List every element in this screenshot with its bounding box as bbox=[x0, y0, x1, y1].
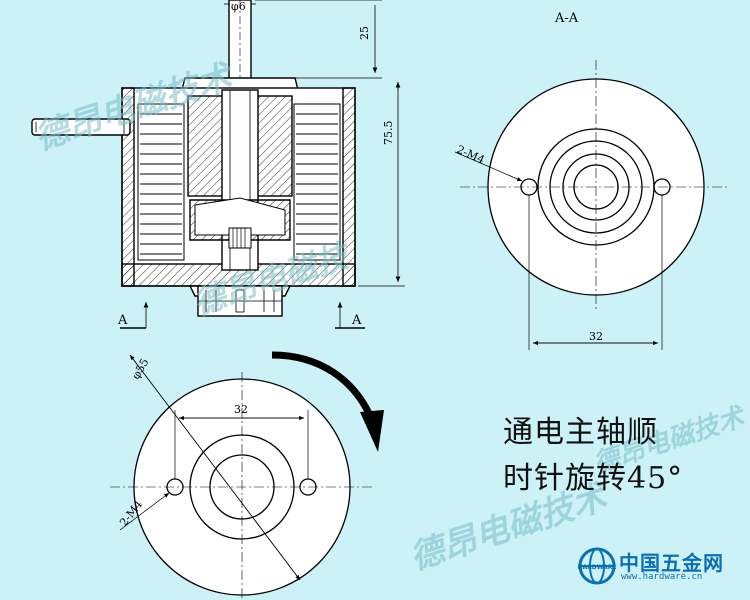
section-holes-label: 2-M4 bbox=[455, 143, 487, 167]
shaft-dia-label: φ6 bbox=[231, 0, 246, 13]
outer-dia-label: φ55 bbox=[129, 356, 151, 381]
height-label: 75.5 bbox=[382, 121, 395, 146]
section-view bbox=[454, 60, 730, 350]
rotation-note: 通电主轴顺 时针旋转45° bbox=[503, 410, 683, 502]
section-title: A-A bbox=[554, 11, 579, 26]
rotation-arrow-icon bbox=[271, 351, 384, 452]
coil-left bbox=[137, 103, 185, 261]
coil-right bbox=[293, 103, 341, 261]
cut-label-right: A bbox=[351, 313, 362, 328]
logo-url: www.hardware.cn bbox=[621, 572, 703, 582]
rotation-note-line2: 时针旋转45° bbox=[503, 461, 684, 496]
section-spacing-label: 32 bbox=[589, 330, 603, 343]
shaft-ext-label: 25 bbox=[358, 26, 371, 40]
bottom-view bbox=[110, 354, 375, 600]
cut-label-left: A bbox=[117, 313, 128, 328]
globe-icon: HARDWARE bbox=[578, 547, 617, 585]
logo-badge: HARDWARE bbox=[578, 564, 617, 571]
rotation-note-line1: 通电主轴顺 bbox=[503, 415, 658, 450]
logo-name: 中国五金网 bbox=[619, 551, 724, 575]
gear bbox=[228, 227, 252, 249]
bottom-spacing-label: 32 bbox=[234, 403, 248, 416]
site-logo: HARDWARE 中国五金网 www.hardware.cn bbox=[577, 546, 747, 586]
front-dimensions bbox=[120, 0, 405, 329]
lead-wire bbox=[31, 118, 131, 136]
front-section-view bbox=[31, 0, 356, 317]
